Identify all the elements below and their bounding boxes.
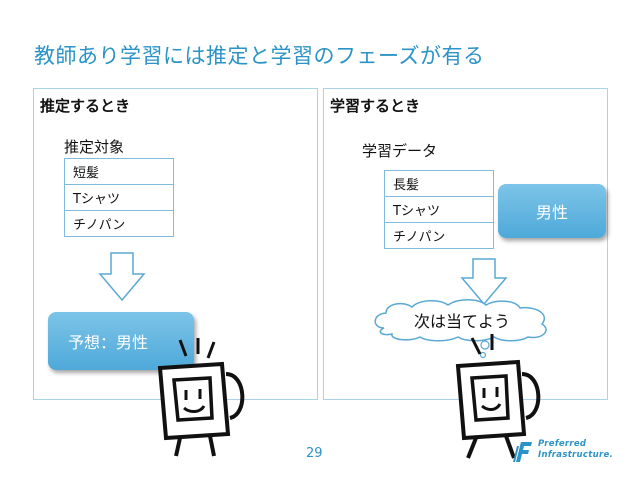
table-row: Tシャツ — [384, 196, 494, 223]
table-row: チノパン — [384, 222, 494, 249]
table-row: 長髪 — [384, 170, 494, 197]
feature-cell: Tシャツ — [384, 196, 494, 223]
thought-bubble-dots-icon — [479, 340, 490, 359]
prediction-badge: 予想：男性 — [48, 312, 194, 370]
inference-feature-table: 短髪 Tシャツ チノパン — [64, 158, 174, 237]
feature-cell: Tシャツ — [64, 184, 174, 211]
robot-mascot-icon — [455, 334, 541, 459]
feature-cell: 長髪 — [384, 170, 494, 197]
logo-line-1: Preferred — [538, 439, 587, 449]
robot-mascot-icon — [157, 338, 245, 457]
feature-cell: チノパン — [384, 222, 494, 249]
feature-cell: チノパン — [64, 210, 174, 237]
company-logo: Preferred Infrastructure. — [512, 438, 622, 466]
inference-target-label: 推定対象 — [64, 138, 125, 156]
training-feature-table: 長髪 Tシャツ チノパン — [384, 170, 494, 249]
page-number: 29 — [306, 446, 323, 461]
label-badge: 男性 — [498, 184, 606, 238]
inference-heading: 推定するとき — [40, 97, 131, 115]
down-arrow-icon — [98, 252, 146, 302]
thought-cloud-icon — [374, 299, 547, 342]
thought-text: 次は当てよう — [413, 312, 510, 331]
logo-line-2: Infrastructure. — [538, 450, 614, 460]
table-row: 短髪 — [64, 158, 174, 185]
feature-cell: 短髪 — [64, 158, 174, 185]
down-arrow-icon — [460, 258, 508, 306]
slide-title: 教師あり学習には推定と学習のフェーズが有る — [34, 44, 485, 68]
training-data-label: 学習データ — [362, 142, 438, 160]
logo-mark-icon — [513, 442, 532, 462]
table-row: Tシャツ — [64, 184, 174, 211]
table-row: チノパン — [64, 210, 174, 237]
training-heading: 学習するとき — [330, 97, 421, 115]
